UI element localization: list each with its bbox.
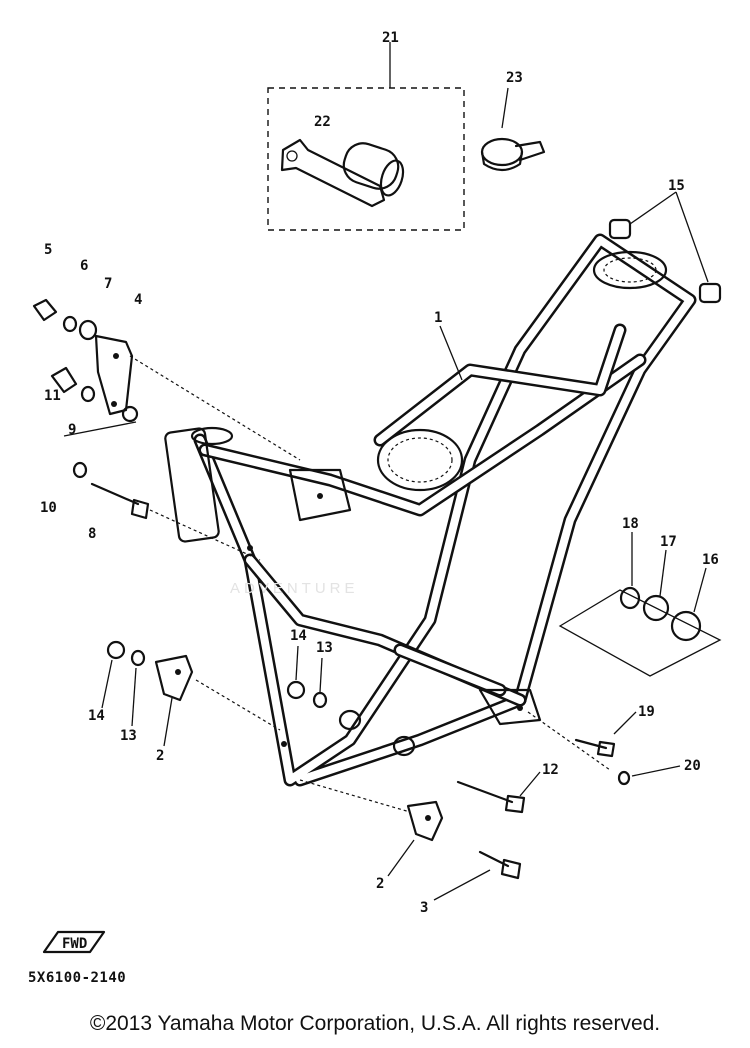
callout-20: 20 [684, 758, 701, 774]
frame-exploded-diagram: FWD 21 22 23 15 5 6 7 4 11 9 10 8 1 18 1… [32, 30, 722, 954]
copyright-notice: ©2013 Yamaha Motor Corporation, U.S.A. A… [89, 1012, 661, 1035]
callout-12: 12 [542, 762, 559, 778]
callout-leaders [101, 532, 707, 901]
callout-7: 7 [104, 276, 112, 292]
main-frame [164, 233, 697, 787]
callout-3: 3 [420, 900, 428, 916]
watermark: ADVENTURE [230, 580, 359, 597]
callout-14-center: 14 [290, 628, 307, 644]
callout-17: 17 [660, 534, 677, 550]
callout-14-left: 14 [88, 708, 105, 724]
tool-kit-group [267, 42, 465, 231]
callout-15: 15 [668, 178, 685, 194]
part-15-dampers [608, 191, 722, 304]
callout-21: 21 [382, 30, 399, 46]
lower-right-bolts [392, 711, 631, 814]
callout-5: 5 [44, 242, 52, 258]
fwd-arrow-icon: FWD [42, 930, 106, 954]
callout-labels: 21 22 23 15 5 6 7 4 11 9 10 8 1 18 17 16… [40, 30, 719, 916]
part-23-cap [480, 87, 546, 172]
lower-left-bracket [106, 640, 362, 731]
callout-16: 16 [702, 552, 719, 568]
right-spacer-group [558, 586, 722, 677]
fwd-label: FWD [62, 936, 87, 952]
callout-8: 8 [88, 526, 96, 542]
callout-19: 19 [638, 704, 655, 720]
callout-4: 4 [134, 292, 142, 308]
callout-6: 6 [80, 258, 88, 274]
callout-18: 18 [622, 516, 639, 532]
callout-9: 9 [68, 422, 76, 438]
callout-1: 1 [434, 310, 442, 326]
callout-2-bottom: 2 [376, 876, 384, 892]
callout-23: 23 [506, 70, 523, 86]
callout-13-center: 13 [316, 640, 333, 656]
callout-22: 22 [314, 114, 331, 130]
callout-11: 11 [44, 388, 61, 404]
callout-13-left: 13 [120, 728, 137, 744]
callout-10: 10 [40, 500, 57, 516]
drawing-code: 5X6100-2140 [28, 970, 127, 986]
left-bracket-group [32, 298, 301, 561]
callout-2-left: 2 [156, 748, 164, 764]
bottom-bracket [299, 779, 522, 880]
